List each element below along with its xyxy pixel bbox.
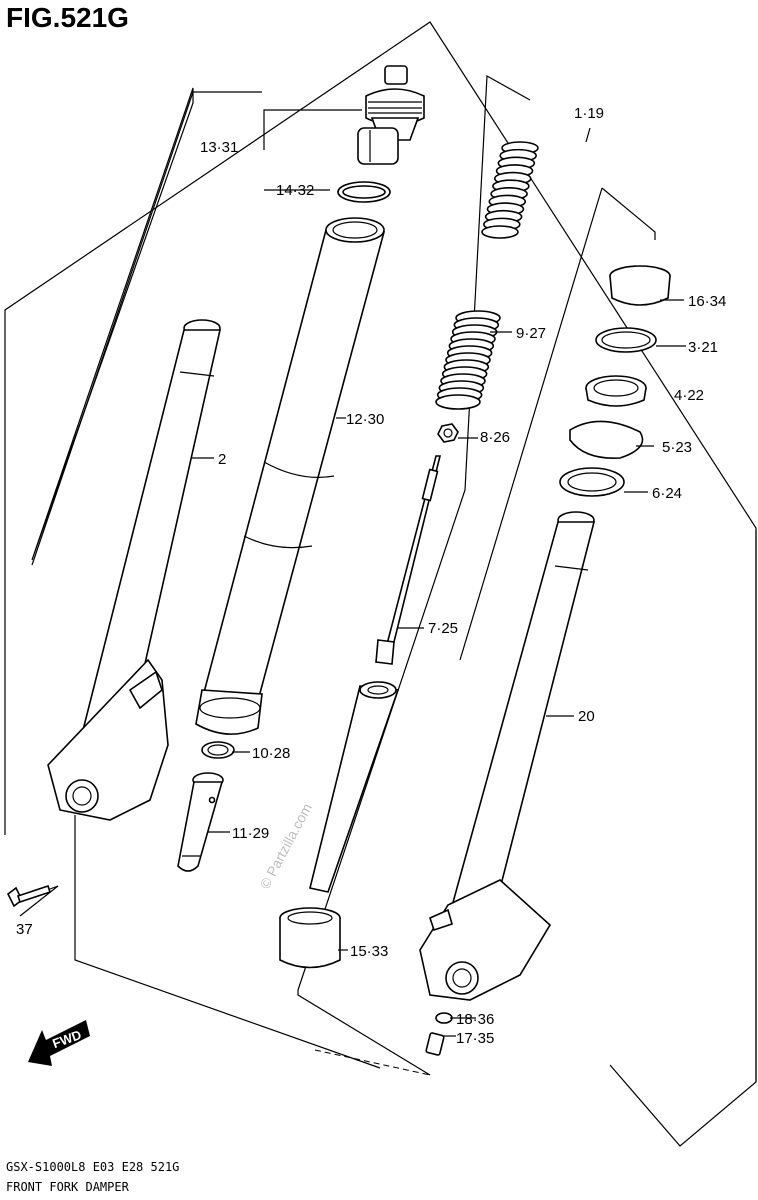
callout-17-35: 17·35 bbox=[456, 1030, 494, 1047]
callout-20: 20 bbox=[578, 708, 595, 725]
callout-15-33: 15·33 bbox=[350, 943, 388, 960]
washer-and-bolt bbox=[425, 1012, 453, 1056]
spring-coil bbox=[435, 394, 481, 410]
watermark: © Partzilla.com bbox=[257, 801, 315, 892]
callout-1-19: 1·19 bbox=[574, 105, 604, 122]
callout-10-28: 10·28 bbox=[252, 745, 290, 762]
callout-3-21: 3·21 bbox=[688, 339, 718, 356]
fork-cap-bolt bbox=[357, 65, 425, 165]
right-inner-tube bbox=[419, 511, 596, 1001]
callout-11-29: 11·29 bbox=[232, 825, 269, 842]
outer-tube bbox=[195, 217, 386, 735]
callout-12-30: 12·30 bbox=[346, 411, 384, 428]
outer-tube-group-boundary bbox=[31, 87, 194, 561]
inner-tube-group-boundary-2 bbox=[459, 187, 603, 661]
callout-13-31: 13·31 bbox=[200, 139, 238, 156]
callout-37: 37 bbox=[16, 921, 33, 938]
spring-coil bbox=[481, 225, 519, 239]
boundary-bottom-dash bbox=[314, 1049, 431, 1076]
callout-9-27: 9·27 bbox=[516, 325, 546, 342]
callout-2: 2 bbox=[218, 451, 226, 468]
callout-18-36: 18·36 bbox=[456, 1011, 494, 1028]
callout-8-26: 8·26 bbox=[480, 429, 510, 446]
leader-lines bbox=[19, 109, 686, 1037]
callout-16-34: 16·34 bbox=[688, 293, 726, 310]
damper-cylinder bbox=[177, 772, 224, 872]
damper-rod bbox=[309, 455, 442, 893]
lock-nut bbox=[437, 423, 459, 443]
callout-5-23: 5·23 bbox=[662, 439, 692, 456]
inner-tube-group-boundary bbox=[601, 187, 656, 240]
model-code: GSX-S1000L8 E03 E28 521G bbox=[6, 1160, 180, 1174]
section-name: FRONT FORK DAMPER bbox=[6, 1180, 129, 1194]
damper-group-boundary-lower bbox=[297, 990, 431, 1076]
pinch-bolt bbox=[6, 884, 59, 908]
outer-assembly-boundary bbox=[4, 21, 757, 1147]
fork-spring bbox=[435, 141, 539, 410]
callout-14-32: 14·32 bbox=[276, 182, 314, 199]
guide-bushing bbox=[279, 907, 341, 969]
figure-title: FIG.521G bbox=[6, 2, 129, 33]
left-group-boundary-lower bbox=[74, 815, 381, 1069]
seal-stack bbox=[559, 265, 671, 497]
left-group-boundary bbox=[31, 91, 262, 566]
callout-4-22: 4·22 bbox=[674, 387, 704, 404]
callout-labels: 13·31 14·32 1·19 16·34 3·21 4·22 5·23 6·… bbox=[16, 105, 726, 1047]
fwd-label: FWD bbox=[50, 1027, 83, 1051]
callout-6-24: 6·24 bbox=[652, 485, 682, 502]
callout-7-25: 7·25 bbox=[428, 620, 458, 637]
seal-ring bbox=[201, 741, 235, 759]
left-outer-tube bbox=[47, 319, 221, 821]
fwd-arrow-icon: FWD bbox=[28, 1020, 90, 1066]
